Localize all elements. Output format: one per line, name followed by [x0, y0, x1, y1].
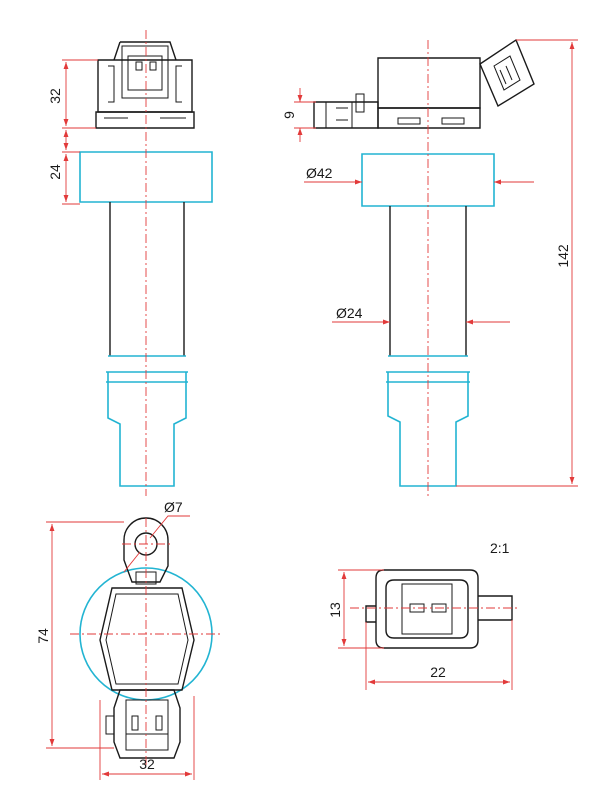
dim-connector-width: 22 — [430, 664, 446, 680]
dim-overall-length: 74 — [35, 628, 51, 644]
dim-seal-diameter: Ø42 — [306, 165, 333, 181]
connector-detail-dimensions: 13 22 — [327, 569, 513, 690]
front-view-dimensions: 9 Ø42 Ø24 142 — [281, 39, 578, 487]
dim-hole-diameter: Ø7 — [164, 499, 183, 515]
dim-terminal-offset: 9 — [281, 111, 297, 119]
dim-connector-height: 32 — [47, 88, 63, 104]
dim-connector-height: 13 — [327, 602, 343, 618]
front-view — [313, 38, 535, 496]
side-view — [79, 30, 213, 496]
dim-overall-length: 142 — [555, 244, 571, 268]
detail-scale: 2:1 — [490, 540, 510, 556]
side-view-dimensions: 32 24 — [47, 59, 98, 205]
dim-body-diameter: Ø24 — [336, 305, 363, 321]
top-view — [70, 515, 222, 768]
dim-seal-height: 24 — [47, 164, 63, 180]
top-view-dimensions: Ø7 74 32 — [35, 499, 195, 780]
dim-overall-width: 32 — [139, 756, 155, 772]
connector-detail: 2:1 — [350, 540, 520, 649]
